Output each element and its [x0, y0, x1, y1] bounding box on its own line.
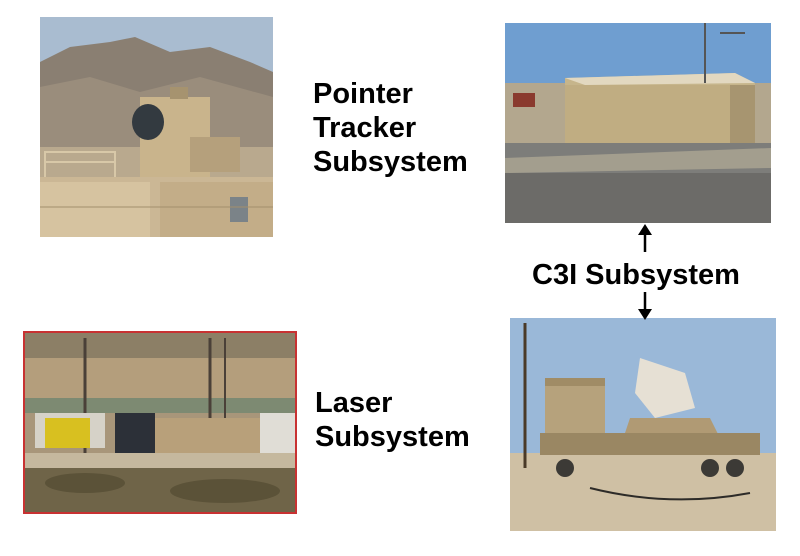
pointer-tracker-label-line-1: Pointer [313, 78, 413, 110]
arrow-up-icon [638, 224, 652, 252]
laser-label-line-2: Subsystem [315, 421, 470, 453]
c3i-label: C3I Subsystem [532, 258, 740, 292]
c3i-label-text: C3I Subsystem [532, 259, 740, 291]
pointer-tracker-label: Pointer Tracker Subsystem [313, 77, 468, 179]
c3i-shelter-photo [505, 23, 771, 223]
laser-label-line-1: Laser [315, 387, 393, 419]
pointer-tracker-label-line-2: Tracker [313, 112, 417, 144]
pointer-tracker-label-line-3: Subsystem [313, 146, 468, 178]
pointer-tracker-photo [40, 17, 273, 237]
laser-photo [23, 331, 297, 514]
arrow-down-icon [638, 292, 652, 320]
laser-label: Laser Subsystem [315, 386, 470, 454]
c3i-radar-photo [510, 318, 776, 531]
